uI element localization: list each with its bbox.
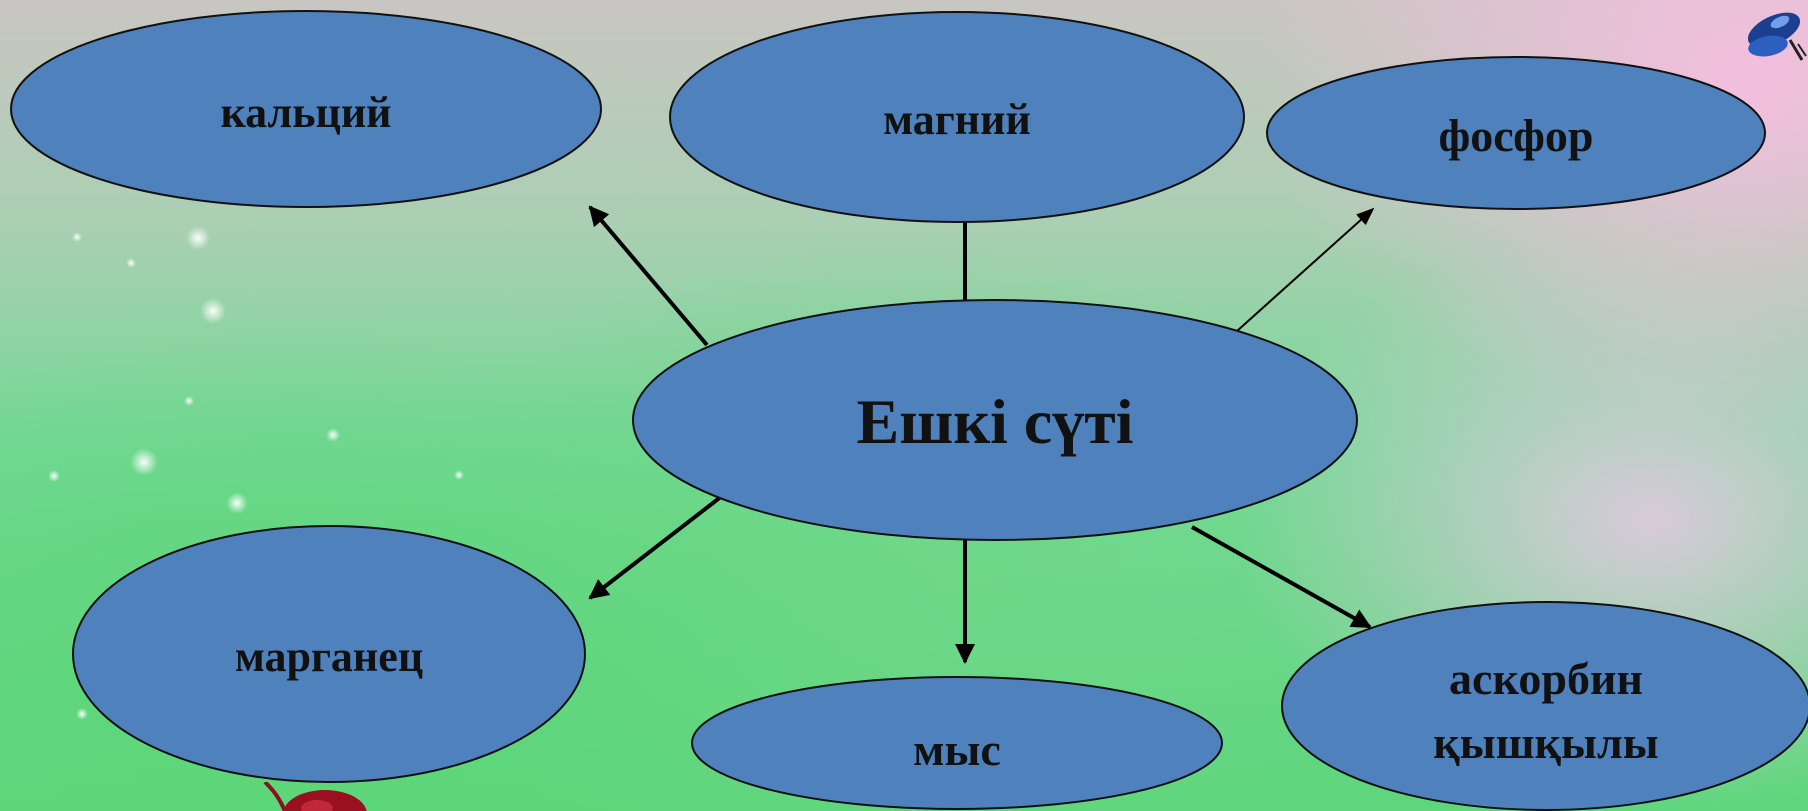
node-copper-label: мыс: [913, 724, 1001, 775]
node-ascorbic-shape: [1281, 601, 1808, 811]
sparkle: [186, 226, 210, 250]
connector-to-ascorbic: [1191, 525, 1372, 629]
sparkle: [48, 470, 60, 482]
node-manganese: марганец: [72, 525, 586, 783]
sparkle: [126, 258, 136, 268]
node-phosphorus-shape: [1266, 56, 1766, 210]
sparkle: [226, 492, 248, 514]
node-copper-shape: [691, 676, 1223, 810]
sparkle: [72, 232, 82, 242]
sparkle: [184, 396, 194, 406]
node-calcium-shape: [10, 10, 602, 208]
sparkle: [130, 448, 158, 476]
sparkle: [326, 428, 340, 442]
node-calcium: кальций: [10, 10, 602, 208]
node-manganese-shape: [72, 525, 586, 783]
connector-to-manganese: [588, 494, 724, 600]
node-copper: мыс: [691, 676, 1223, 810]
node-center-shape: [632, 299, 1358, 541]
node-calcium-label: кальций: [220, 88, 391, 137]
connector-to-calcium: [588, 205, 709, 347]
sparkle: [200, 298, 226, 324]
flower-decoration: [263, 782, 367, 811]
node-center-label: Ешкі сүті: [857, 386, 1134, 457]
node-ascorbic: аскорбин қышқылы: [1281, 601, 1808, 811]
node-magnesium-label: магний: [883, 95, 1031, 144]
node-magnesium-shape: [669, 11, 1245, 223]
node-manganese-label: марганец: [235, 632, 423, 681]
butterfly-icon: [1747, 12, 1807, 61]
node-phosphorus-label: фосфор: [1438, 110, 1593, 161]
sparkle: [76, 708, 88, 720]
node-magnesium: магний: [669, 11, 1245, 223]
node-center: Ешкі сүті: [632, 299, 1358, 541]
node-ascorbic-label-line1: аскорбин: [1449, 653, 1643, 704]
sparkle: [454, 470, 464, 480]
connector-to-phosphorus: [1236, 207, 1375, 332]
node-ascorbic-label-line2: қышқылы: [1433, 717, 1658, 768]
node-phosphorus: фосфор: [1266, 56, 1766, 210]
